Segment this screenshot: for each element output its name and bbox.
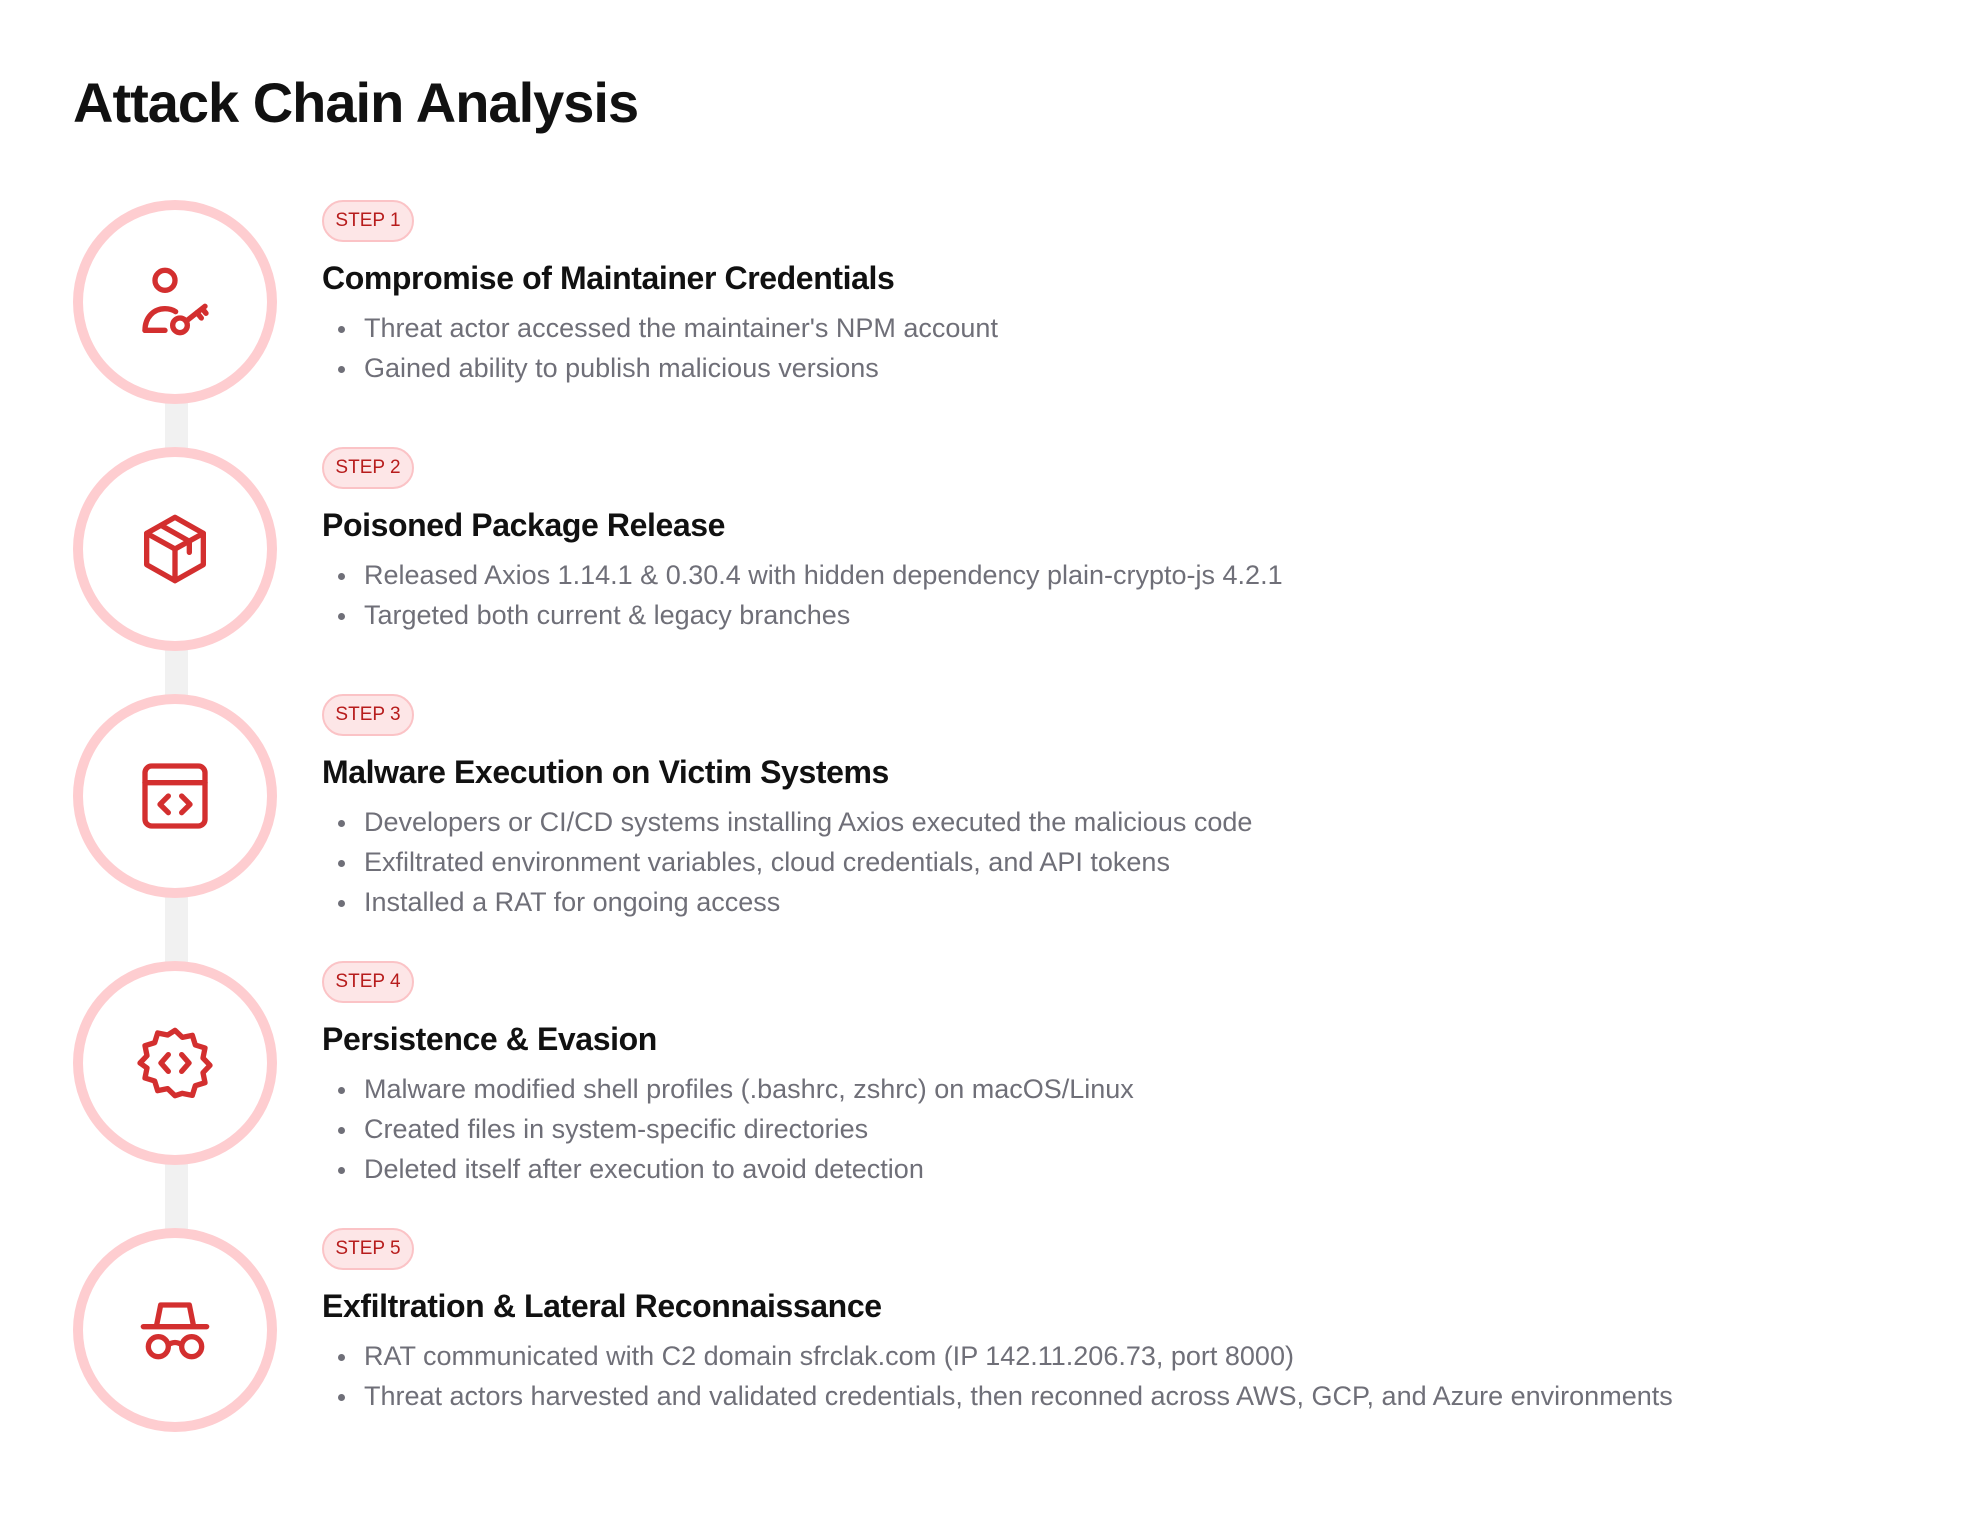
page-title: Attack Chain Analysis xyxy=(73,71,639,134)
code-window-icon xyxy=(142,763,208,829)
step-2-bullet-2: Targeted both current & legacy branches xyxy=(338,595,1283,635)
code-gear-icon xyxy=(137,1027,213,1099)
step-1-title: Compromise of Maintainer Credentials xyxy=(322,260,895,296)
step-5-title: Exfiltration & Lateral Reconnaissance xyxy=(322,1288,882,1324)
package-icon xyxy=(144,514,206,584)
step-4-bullet-1: Malware modified shell profiles (.bashrc… xyxy=(338,1069,1134,1109)
step-2-icon-circle xyxy=(73,447,277,651)
step-4-bullet-2: Created files in system-specific directo… xyxy=(338,1109,1134,1149)
step-3-bullet-1: Developers or CI/CD systems installing A… xyxy=(338,802,1252,842)
step-3-bullet-2: Exfiltrated environment variables, cloud… xyxy=(338,842,1252,882)
user-key-icon xyxy=(142,267,209,336)
step-2-bullet-1: Released Axios 1.14.1 & 0.30.4 with hidd… xyxy=(338,555,1283,595)
step-3-bullets: Developers or CI/CD systems installing A… xyxy=(338,802,1252,922)
step-5-bullets: RAT communicated with C2 domain sfrclak.… xyxy=(338,1336,1673,1416)
step-1-bullet-2: Gained ability to publish malicious vers… xyxy=(338,348,998,388)
step-5-icon-circle xyxy=(73,1228,277,1432)
step-1-icon-circle xyxy=(73,200,277,404)
step-3-icon-circle xyxy=(73,694,277,898)
step-2-bullets: Released Axios 1.14.1 & 0.30.4 with hidd… xyxy=(338,555,1283,635)
step-5-bullet-1: RAT communicated with C2 domain sfrclak.… xyxy=(338,1336,1673,1376)
step-4-bullet-3: Deleted itself after execution to avoid … xyxy=(338,1149,1134,1189)
step-3-title: Malware Execution on Victim Systems xyxy=(322,754,889,790)
step-2-badge: STEP 2 xyxy=(322,447,414,489)
step-4-icon-circle xyxy=(73,961,277,1165)
step-1-bullet-1: Threat actor accessed the maintainer's N… xyxy=(338,308,998,348)
step-4-title: Persistence & Evasion xyxy=(322,1021,657,1057)
step-3-bullet-3: Installed a RAT for ongoing access xyxy=(338,882,1252,922)
spy-incognito-icon xyxy=(140,1302,210,1360)
step-4-badge: STEP 4 xyxy=(322,961,414,1003)
step-3-badge: STEP 3 xyxy=(322,694,414,736)
step-5-bullet-2: Threat actors harvested and validated cr… xyxy=(338,1376,1673,1416)
step-4-bullets: Malware modified shell profiles (.bashrc… xyxy=(338,1069,1134,1189)
step-2-title: Poisoned Package Release xyxy=(322,507,726,543)
step-1-bullets: Threat actor accessed the maintainer's N… xyxy=(338,308,998,388)
step-5-badge: STEP 5 xyxy=(322,1228,414,1270)
step-1-badge: STEP 1 xyxy=(322,200,414,242)
